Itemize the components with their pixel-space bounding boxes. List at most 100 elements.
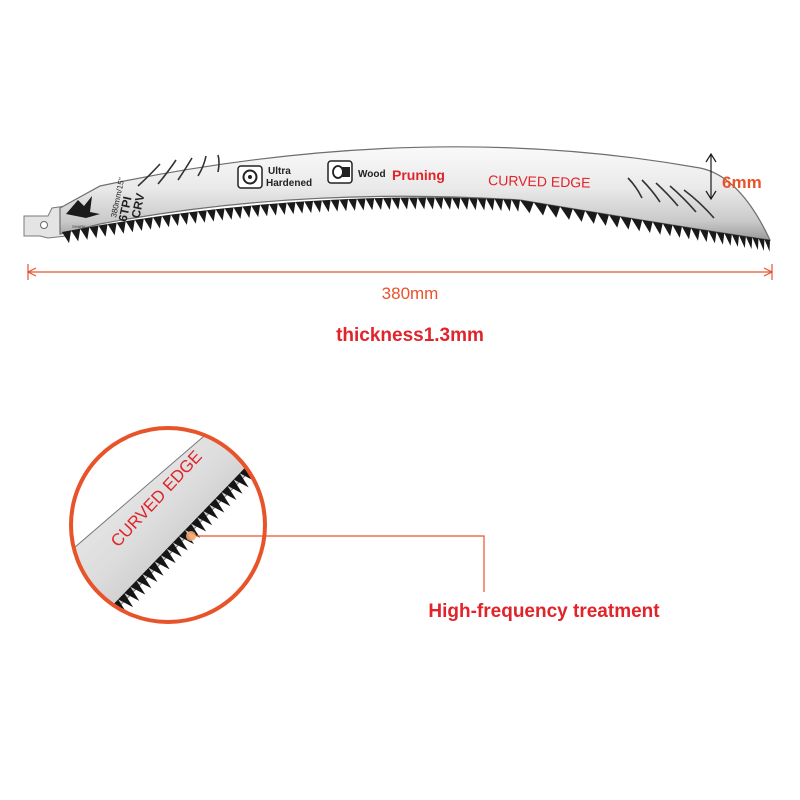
blade-tooth [391,197,401,210]
zoom-tooth [160,548,176,564]
blade-tooth [80,227,90,240]
blade-tooth [597,212,609,226]
blade-tooth [197,210,207,223]
blade-tooth [330,199,340,212]
blade-tooth [731,234,740,247]
zoom-detail: CURVED EDGE [69,426,267,624]
blade-tooth [699,229,709,243]
zoom-tooth [130,580,146,595]
zoom-tooth [142,567,158,582]
zoom-tooth [221,485,237,500]
wood-log-icon [327,160,353,184]
blade-tooth [71,228,81,242]
blade-tooth [547,204,561,218]
callout-text: High-frequency treatment [428,601,660,622]
blade-tooth [486,198,495,211]
zoom-tooth [203,504,219,519]
blade-tooth [242,205,252,218]
zoom-tooth [191,517,207,532]
blade-material-text: CRV [129,192,148,219]
blade-tooth [511,199,520,212]
blade-teeth [62,197,770,252]
zoom-tooth [124,586,140,601]
blade-body [59,146,772,241]
blade-tooth [125,219,135,233]
length-dimension-text: 380mm [382,284,439,303]
blade-tooth [631,218,643,232]
blade-tooth [89,225,99,239]
blade-tooth [304,200,314,214]
ultra-line2: Hardened [266,178,312,189]
blade-tooth [348,198,357,211]
blade-tooth [356,198,366,211]
blade-tooth [764,239,770,252]
blade-tooth [98,224,108,237]
blade-tooth [365,198,375,211]
blade-tooth [477,198,487,211]
blade-tooth [417,197,427,210]
zoom-tooth [154,555,170,570]
blade-tooth [188,211,198,224]
blade-tooth [339,199,349,212]
blade-tpi-text: 6TPI [116,195,135,223]
curved-edge-label: CURVED EDGE [488,172,591,191]
blade-tooth [434,197,444,210]
blade-tooth [107,222,117,236]
thickness-text: thickness1.3mm [336,325,484,346]
tang-hole [40,221,48,229]
zoom-tooth [227,479,243,494]
zoom-tooth [209,498,225,513]
blade-tooth [374,197,383,211]
blade-tooth [451,197,461,210]
length-dimension [26,264,774,280]
blade-tooth [642,220,653,234]
blade-tooth [716,231,725,245]
blade-tooth [724,233,732,246]
pruning-label: Pruning [392,167,445,183]
blade-tooth [752,237,759,250]
blade-tooth [560,206,573,220]
blade-tooth [608,214,621,228]
blade-tooth [313,200,322,213]
ultra-hardened-badge: Ultra Hardened [237,165,312,189]
blade-tooth [408,197,418,210]
blade-tooth [170,213,180,227]
blade-tooth [161,214,171,228]
blade-tooth [672,225,682,238]
blade-tooth [494,198,504,211]
blade-tooth [745,236,753,249]
blade-tooth [739,235,746,248]
wood-label: Wood [358,169,386,180]
blade-tooth [224,207,234,220]
zoom-tooth [172,536,188,551]
height-dimension-text: 6mm [722,173,762,192]
blade-tooth [572,208,586,222]
blade-tooth [62,230,72,244]
zoom-tooth [166,542,182,557]
treatment-point [186,531,196,541]
blade-tooth [179,212,189,225]
blade-tooth [286,202,296,215]
blade-tooth [233,206,243,219]
zoom-tooth [148,561,164,576]
blade-tooth [520,200,534,214]
brand-mark-text: SHARK [72,224,86,229]
blade-tooth [143,217,153,230]
blade-tooth [758,238,765,251]
shark-logo: SHARK [66,196,100,229]
zoom-ring [69,426,267,624]
blade-tooth [321,199,331,213]
blade-tooth [585,210,598,224]
zoom-tooth [136,574,152,589]
blade-tooth [468,197,478,211]
blade-tooth [277,202,287,215]
blade-tooth [206,209,216,222]
blade-tooth [152,215,162,229]
zoom-tooth [197,511,213,526]
blade-tooth [620,216,632,230]
blade-tooth [269,203,278,216]
zoom-tooth [251,454,265,469]
blade-tooth [503,199,512,212]
callout-line [196,535,485,592]
